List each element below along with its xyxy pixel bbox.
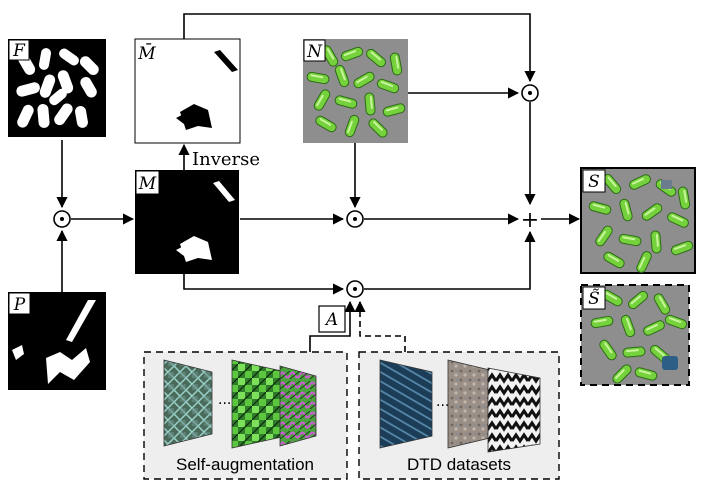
self-augmentation-panel: ... Self-augmentation bbox=[143, 351, 348, 480]
label-n: N bbox=[306, 42, 323, 62]
label-m-bar: M̄ bbox=[137, 42, 156, 64]
dtd-dashed-arrow bbox=[354, 300, 406, 352]
mask-m-image: M bbox=[135, 170, 239, 274]
normal-image-n: N bbox=[303, 39, 408, 143]
op-hadamard-middle bbox=[346, 210, 364, 228]
inverse-label: Inverse bbox=[192, 149, 260, 170]
mask-p-image: P bbox=[8, 292, 106, 390]
dtd-datasets-panel: ... DTD datasets bbox=[358, 351, 560, 480]
label-m: M bbox=[138, 174, 157, 194]
anomaly-texture-label-box: A bbox=[318, 305, 346, 333]
op-hadamard-bottom bbox=[346, 280, 364, 298]
op-hadamard-left bbox=[53, 210, 71, 228]
label-a: A bbox=[324, 310, 338, 330]
self-augmentation-label: Self-augmentation bbox=[176, 455, 314, 474]
mask-m-bar-image: M̄ bbox=[134, 38, 241, 144]
synthetic-image-s-tilde: S̃ bbox=[580, 284, 690, 386]
flow-arrows bbox=[56, 13, 581, 352]
label-s-tilde: S̃ bbox=[588, 289, 600, 309]
mask-f-image: F bbox=[8, 39, 106, 137]
dtd-ellipsis: ... bbox=[436, 394, 449, 410]
op-plus: + bbox=[521, 208, 539, 233]
label-p: P bbox=[13, 295, 26, 315]
label-f: F bbox=[12, 41, 26, 61]
op-hadamard-top bbox=[521, 84, 539, 102]
self-aug-ellipsis: ... bbox=[218, 392, 231, 408]
dtd-datasets-label: DTD datasets bbox=[407, 455, 511, 474]
label-s: S bbox=[588, 172, 600, 192]
synthetic-image-s: S bbox=[580, 167, 696, 275]
